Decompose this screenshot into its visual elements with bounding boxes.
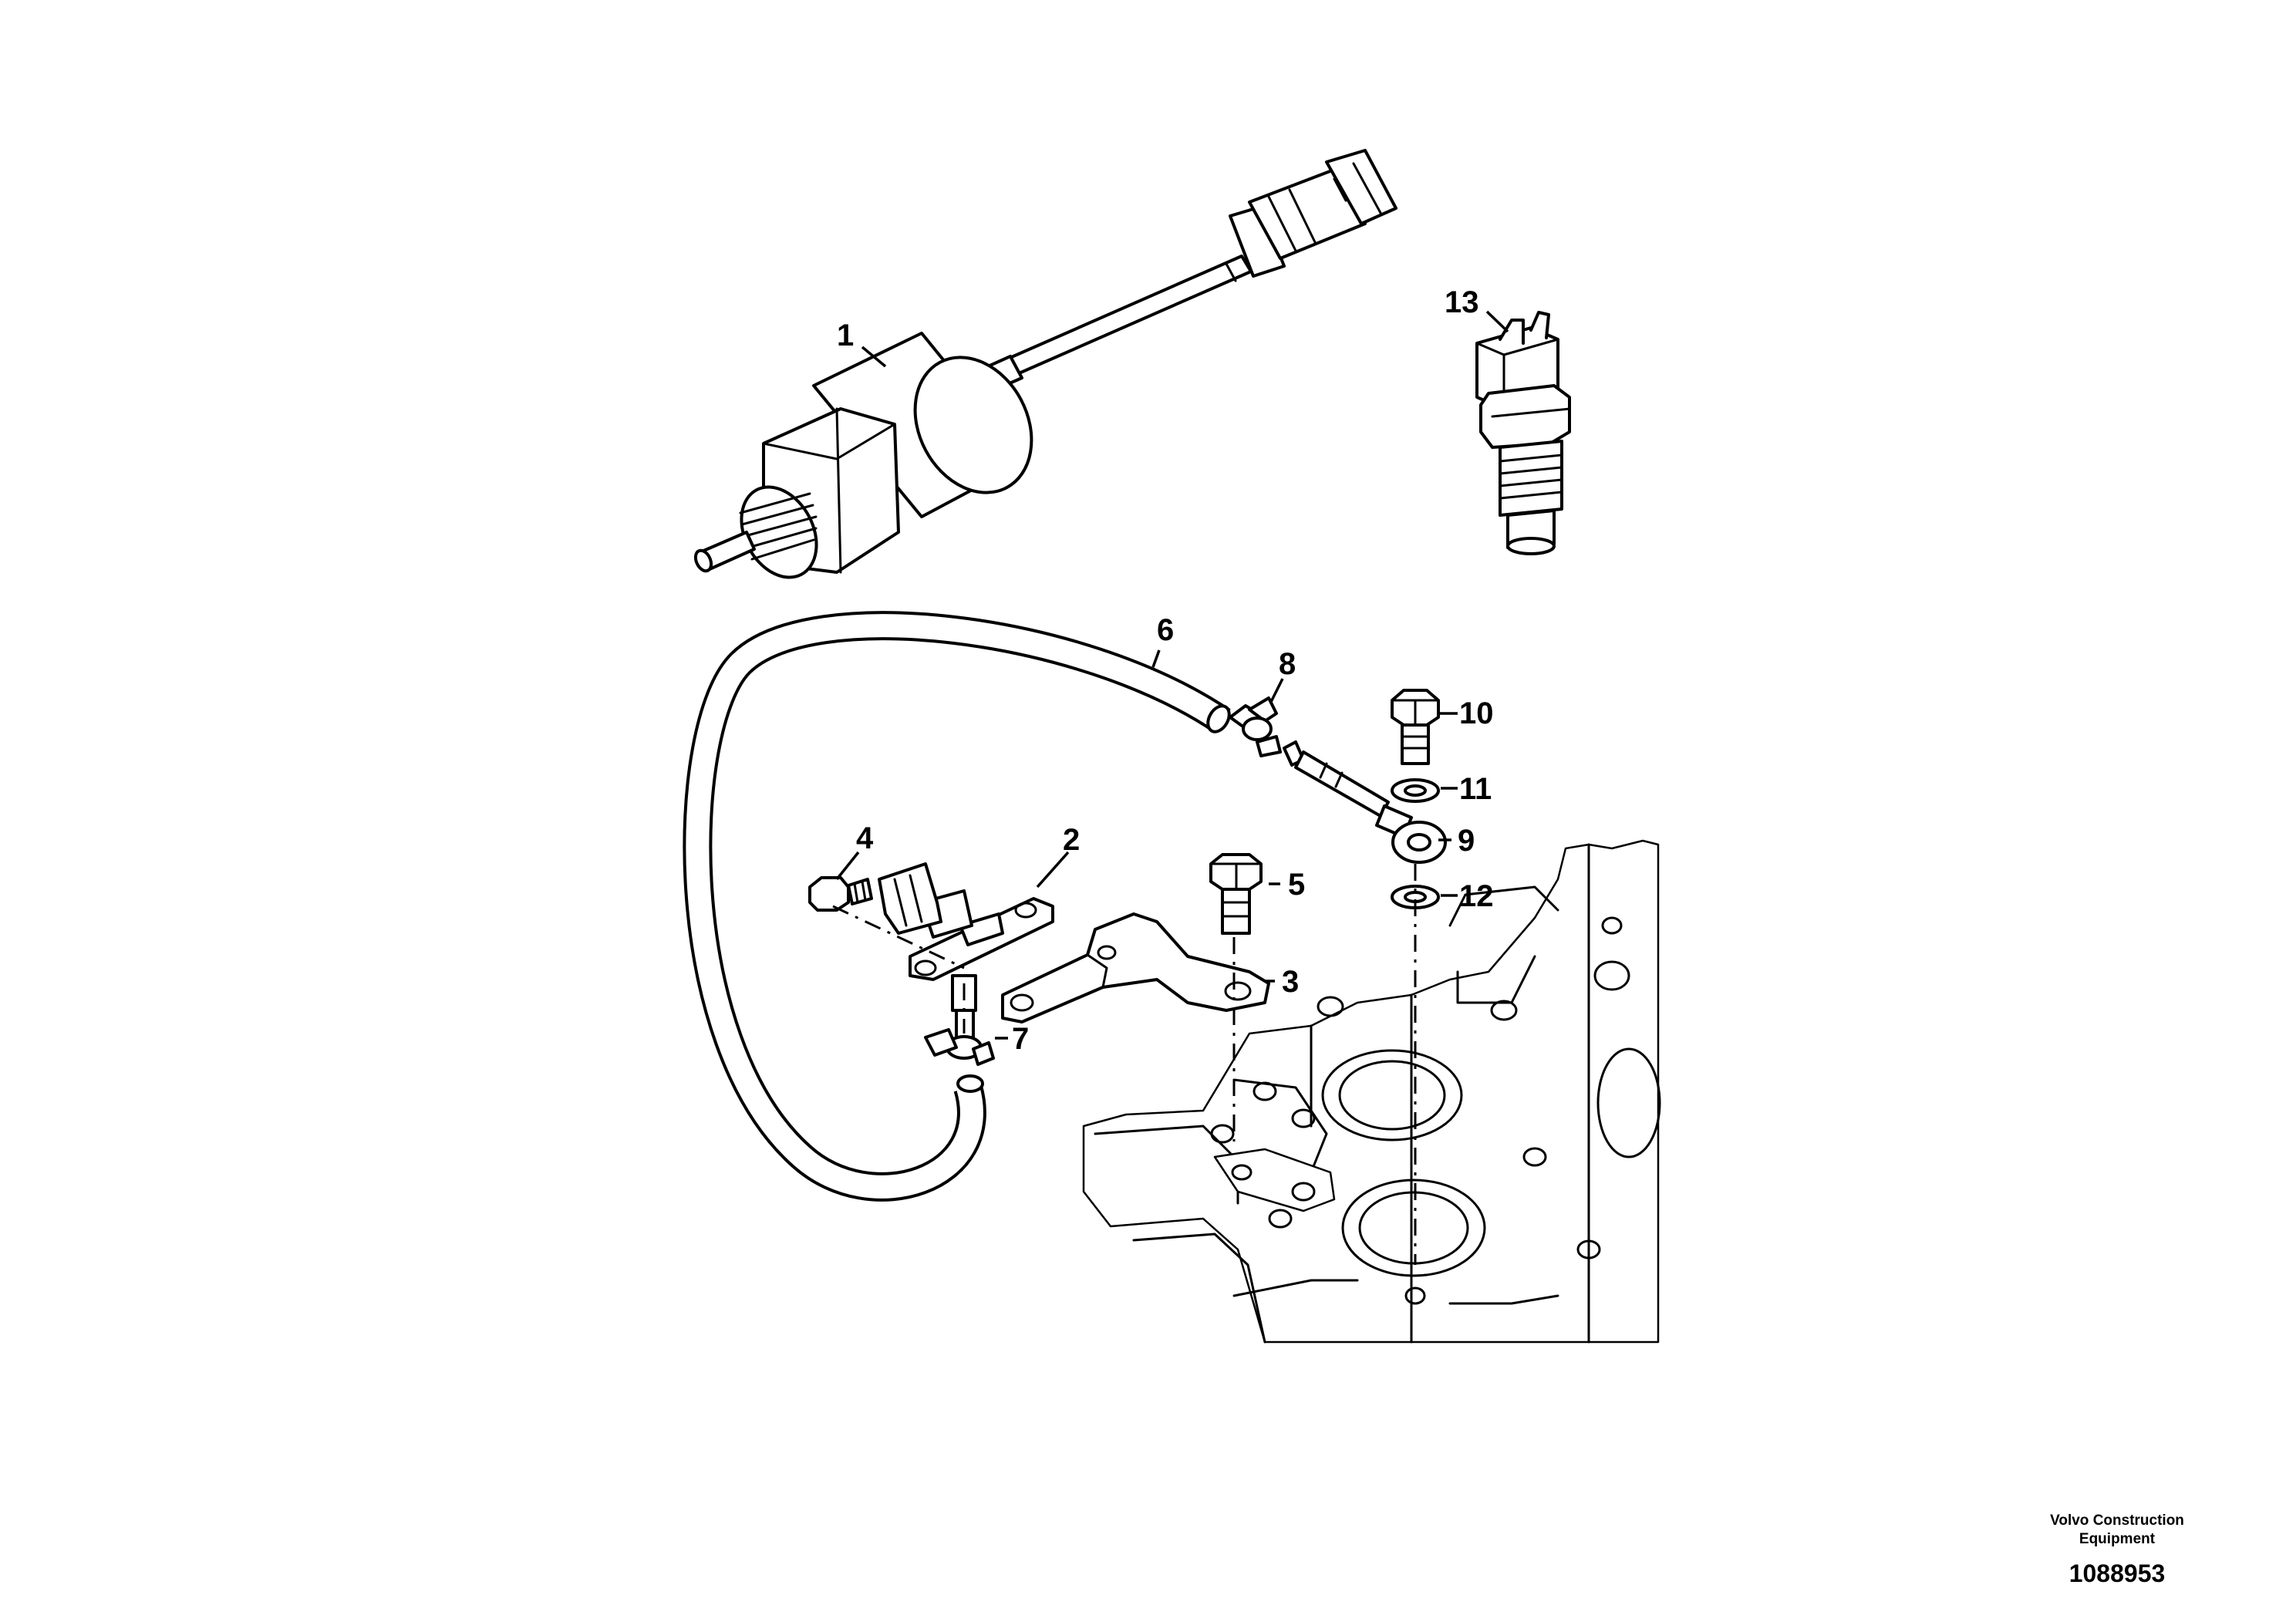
footer-block: Volvo Construction Equipment 1088953 — [2001, 1512, 2233, 1589]
callout-3: 3 — [1282, 965, 1299, 999]
callout-10: 10 — [1459, 696, 1494, 730]
hose-clamp-upper — [1229, 696, 1282, 757]
bracket-bolt — [1209, 853, 1263, 935]
leader-lines — [835, 310, 1509, 1040]
banjo-fitting — [1283, 740, 1447, 864]
hose-clamp-lower — [924, 974, 995, 1066]
brand-line-1: Volvo Construction — [2050, 1512, 2184, 1529]
sensor-screw — [808, 876, 873, 912]
assembly-centerlines — [832, 864, 1417, 1265]
callout-8: 8 — [1279, 647, 1296, 681]
callout-9: 9 — [1458, 824, 1475, 858]
brand-line-2: Equipment — [2079, 1531, 2156, 1547]
callout-7: 7 — [1012, 1022, 1029, 1056]
callout-4: 4 — [856, 821, 874, 855]
hose — [683, 611, 1231, 1202]
pressure-sensor — [1475, 311, 1571, 555]
solenoid-assembly — [693, 149, 1397, 579]
banjo-bolt — [1391, 689, 1440, 765]
callout-1: 1 — [837, 319, 854, 352]
callout-5: 5 — [1288, 868, 1305, 902]
callout-11: 11 — [1459, 772, 1492, 806]
washers — [1391, 778, 1440, 909]
document-number: 1088953 — [2068, 1560, 2166, 1587]
l-bracket — [1001, 912, 1270, 1023]
callout-12: 12 — [1459, 879, 1494, 913]
callout-6: 6 — [1157, 613, 1174, 647]
position-sensor — [878, 862, 1054, 981]
engine-housing — [1082, 839, 1661, 1344]
callout-2: 2 — [1063, 823, 1080, 857]
callout-13: 13 — [1445, 285, 1479, 319]
